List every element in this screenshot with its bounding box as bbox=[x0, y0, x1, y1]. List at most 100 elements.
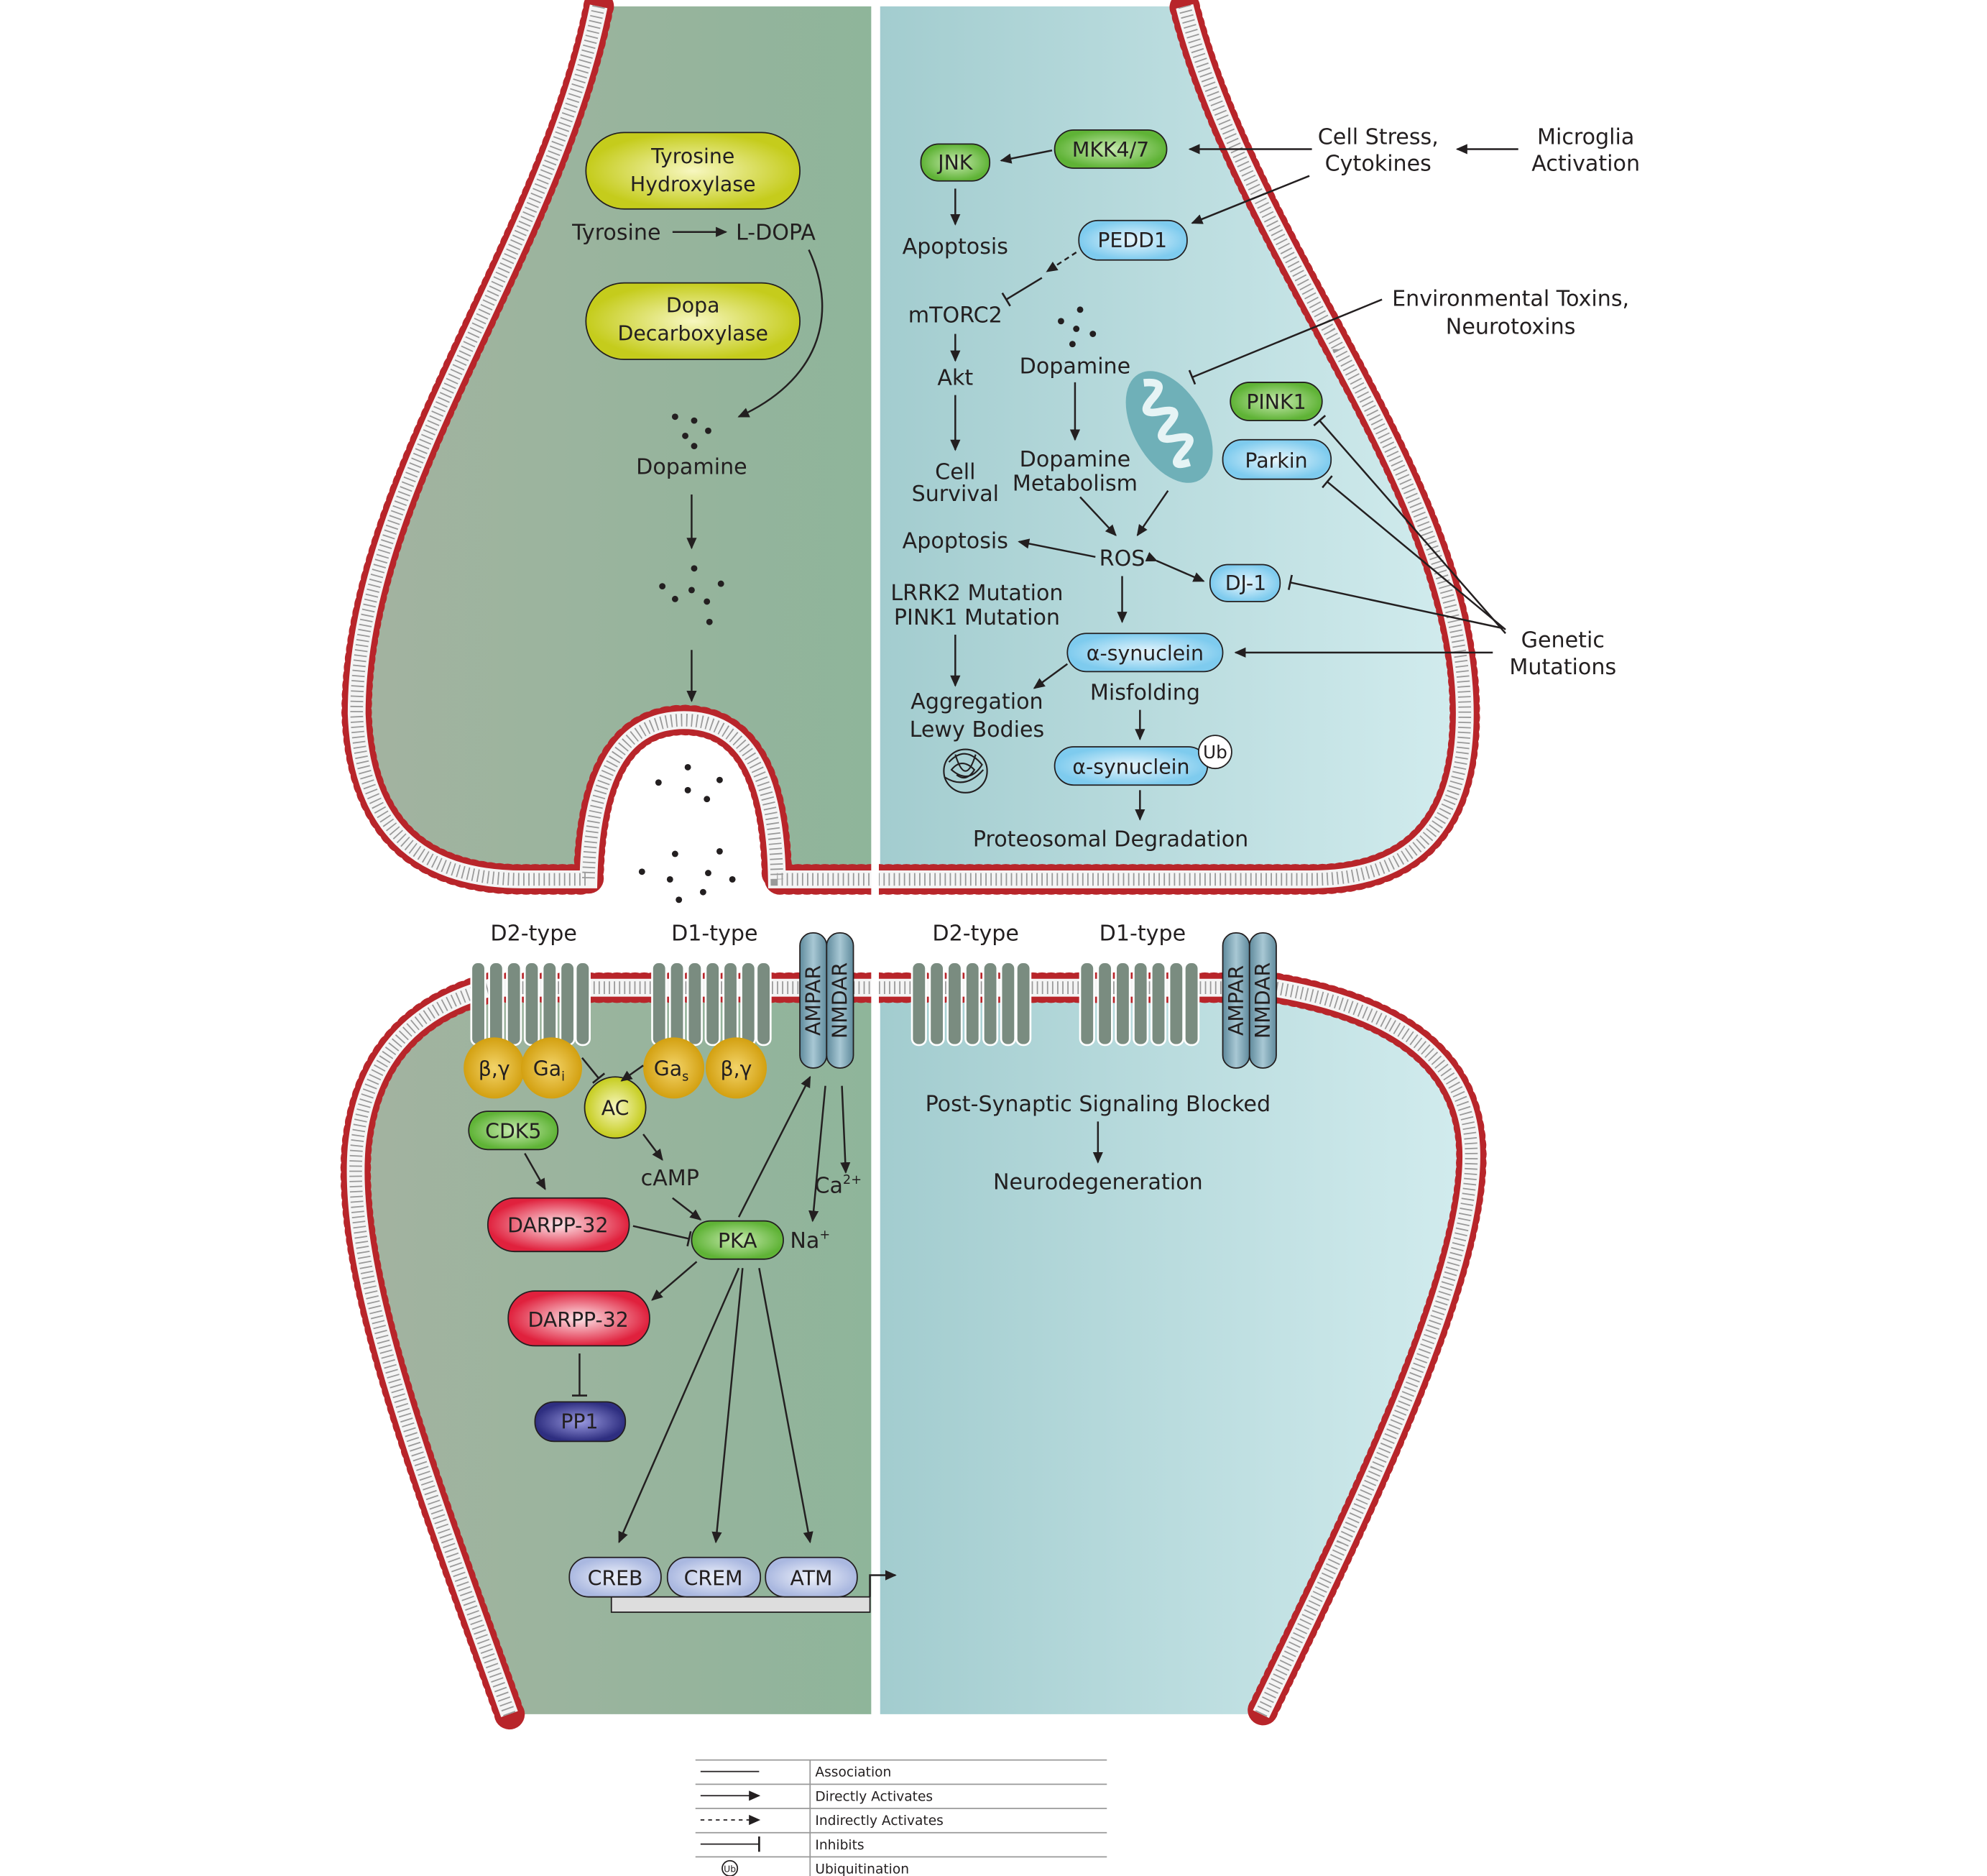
svg-text:Hydroxylase: Hydroxylase bbox=[630, 173, 756, 196]
lrrk2-mutation-label: LRRK2 Mutation bbox=[890, 581, 1063, 606]
svg-text:Ub: Ub bbox=[1203, 742, 1227, 763]
sodium-label: Na+ bbox=[790, 1228, 830, 1253]
gene-bar bbox=[610, 1596, 871, 1613]
pink1-mutation-label: PINK1 Mutation bbox=[894, 605, 1060, 630]
d2-receptor-left bbox=[470, 961, 591, 1047]
svg-text:PEDD1: PEDD1 bbox=[1097, 229, 1167, 252]
d1-receptor-left bbox=[651, 961, 772, 1047]
alpha-synuclein-node: α-synuclein bbox=[1066, 633, 1224, 673]
d2-type-label-left: D2-type bbox=[490, 921, 577, 947]
receptors: D2-type D1-type D2-type D1-type AMPAR NM… bbox=[470, 921, 1277, 1069]
svg-text:Dopa: Dopa bbox=[666, 293, 720, 317]
divider bbox=[871, 0, 879, 1721]
svg-text:CREB: CREB bbox=[588, 1567, 643, 1591]
ac-node: AC bbox=[584, 1076, 647, 1139]
mutations-label: Mutations bbox=[1509, 655, 1616, 680]
tyrosine-label: Tyrosine bbox=[571, 220, 660, 245]
svg-text:Tyrosine: Tyrosine bbox=[650, 144, 734, 168]
genetic-mutations-label: Genetic bbox=[1521, 628, 1605, 653]
legend-association: Association bbox=[815, 1765, 891, 1780]
aggregation-label: Aggregation bbox=[910, 689, 1043, 714]
pp1-node: PP1 bbox=[534, 1401, 627, 1443]
atm-node: ATM bbox=[765, 1556, 858, 1598]
svg-text:α-synuclein: α-synuclein bbox=[1072, 755, 1189, 778]
postsynaptic-terminal bbox=[340, 972, 1487, 1730]
svg-text:Ub: Ub bbox=[724, 1864, 736, 1875]
pka-node: PKA bbox=[691, 1220, 784, 1260]
g-protein-alpha-s: Gas bbox=[643, 1037, 705, 1099]
ubiquitinated-alpha-synuclein-node: α-synuclein Ub bbox=[1054, 735, 1232, 786]
parkin-node: Parkin bbox=[1222, 438, 1332, 480]
svg-text:MKK4/7: MKK4/7 bbox=[1072, 138, 1149, 162]
ubiquitination-icon bbox=[722, 1859, 739, 1876]
d2-type-label-right: D2-type bbox=[932, 921, 1019, 947]
g-protein-alpha-i: Gai bbox=[520, 1037, 583, 1099]
darpp32-node-2: DARPP-32 bbox=[507, 1290, 650, 1347]
crem-node: CREM bbox=[666, 1556, 762, 1598]
tyrosine-hydroxylase-node: Tyrosine Hydroxylase bbox=[585, 132, 801, 210]
apoptosis-label-mid: Apoptosis bbox=[903, 528, 1008, 553]
legend: Ub Association Directly Activates Indire… bbox=[695, 1759, 1107, 1876]
ampar-label: AMPAR bbox=[801, 965, 825, 1036]
g-protein-beta-gamma-right: β,γ bbox=[705, 1037, 767, 1099]
microglia-label: Microglia bbox=[1537, 124, 1634, 150]
svg-text:AMPAR: AMPAR bbox=[1225, 965, 1248, 1036]
survival-label: Survival bbox=[912, 482, 999, 507]
legend-inhibits: Inhibits bbox=[815, 1838, 864, 1853]
misfolding-label: Misfolding bbox=[1090, 680, 1200, 705]
svg-text:DARPP-32: DARPP-32 bbox=[528, 1308, 629, 1332]
svg-text:PINK1: PINK1 bbox=[1246, 390, 1306, 414]
d1-type-label-left: D1-type bbox=[671, 921, 758, 947]
svg-text:α-synuclein: α-synuclein bbox=[1087, 641, 1204, 665]
svg-text:ATM: ATM bbox=[790, 1567, 833, 1591]
svg-text:Gas: Gas bbox=[654, 1057, 689, 1084]
svg-text:β,γ: β,γ bbox=[479, 1057, 510, 1080]
dopa-decarboxylase-node: Dopa Decarboxylase bbox=[585, 282, 801, 360]
neurodegeneration-label: Neurodegeneration bbox=[993, 1169, 1203, 1195]
cell-survival-label: Cell bbox=[935, 460, 975, 485]
svg-text:Parkin: Parkin bbox=[1245, 449, 1307, 473]
ubiquitin-icon bbox=[1197, 735, 1232, 770]
dopamine-label-left: Dopamine bbox=[636, 455, 747, 480]
svg-text:DARPP-32: DARPP-32 bbox=[507, 1214, 608, 1238]
ldopa-label: L-DOPA bbox=[736, 220, 816, 245]
jnk-node: JNK bbox=[920, 143, 991, 182]
d1-type-label-right: D1-type bbox=[1099, 921, 1186, 947]
apoptosis-label-top: Apoptosis bbox=[903, 234, 1008, 259]
pink1-node: PINK1 bbox=[1230, 382, 1323, 422]
creb-node: CREB bbox=[568, 1556, 662, 1598]
ros-label: ROS bbox=[1099, 546, 1145, 571]
activation-label: Activation bbox=[1531, 152, 1640, 177]
svg-text:Gai: Gai bbox=[533, 1057, 565, 1084]
svg-text:CDK5: CDK5 bbox=[485, 1119, 541, 1143]
dj1-node: DJ-1 bbox=[1209, 564, 1281, 602]
calcium-label: Ca2+ bbox=[814, 1173, 862, 1198]
signaling-blocked-label: Post-Synaptic Signaling Blocked bbox=[926, 1092, 1271, 1117]
svg-text:AC: AC bbox=[601, 1096, 630, 1120]
metabolism-label: Metabolism bbox=[1013, 472, 1138, 497]
lewy-body-icon bbox=[943, 748, 988, 794]
svg-text:β,γ: β,γ bbox=[721, 1057, 752, 1080]
svg-text:Decarboxylase: Decarboxylase bbox=[617, 321, 767, 345]
dopamine-metabolism-label: Dopamine bbox=[1020, 447, 1131, 472]
mitochondrion-icon bbox=[1125, 371, 1213, 483]
lewy-bodies-label: Lewy Bodies bbox=[910, 717, 1045, 742]
dopamine-dots bbox=[638, 413, 736, 903]
svg-text:CREM: CREM bbox=[684, 1567, 743, 1591]
ampar-nmdar-left: AMPAR NMDAR bbox=[799, 932, 854, 1069]
mkk47-node: MKK4/7 bbox=[1054, 129, 1168, 169]
dopamine-dots-right bbox=[1058, 306, 1097, 348]
d1-receptor-right bbox=[1079, 961, 1200, 1047]
legend-directly-activates: Directly Activates bbox=[815, 1789, 933, 1804]
mtorc2-label: mTORC2 bbox=[908, 303, 1002, 328]
ampar-nmdar-right: AMPAR NMDAR bbox=[1222, 932, 1277, 1069]
env-toxins-label: Environmental Toxins, bbox=[1392, 287, 1629, 312]
camp-label: cAMP bbox=[641, 1166, 699, 1191]
g-protein-beta-gamma-left: β,γ bbox=[464, 1037, 525, 1099]
svg-text:PKA: PKA bbox=[718, 1229, 757, 1253]
proteosomal-degradation-label: Proteosomal Degradation bbox=[973, 827, 1248, 852]
svg-text:PP1: PP1 bbox=[561, 1410, 598, 1434]
presynaptic-terminal bbox=[341, 0, 1480, 895]
akt-label: Akt bbox=[937, 365, 973, 390]
